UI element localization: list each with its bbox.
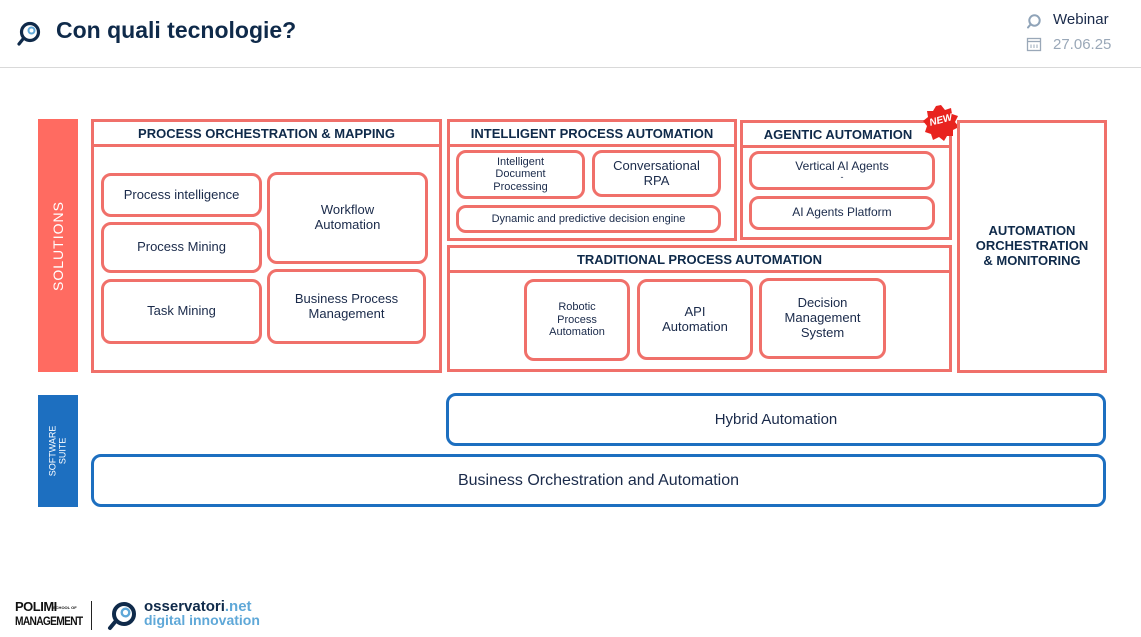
workflow-automation-chip: Workflow Automation bbox=[267, 172, 428, 264]
task-mining-chip: Task Mining bbox=[101, 279, 262, 344]
idp-chip: Intelligent Document Processing bbox=[456, 150, 585, 199]
header-logo-icon bbox=[17, 20, 43, 46]
vertical-ai-agents-chip: Vertical AI Agents - bbox=[749, 151, 935, 190]
page-title: Con quali tecnologie? bbox=[56, 17, 297, 43]
polimi-logo-text-small: SCHOOL OF bbox=[53, 605, 77, 610]
event-label: Webinar bbox=[1053, 11, 1109, 28]
ipa-header: INTELLIGENT PROCESS AUTOMATION bbox=[447, 119, 737, 147]
api-automation-chip: API Automation bbox=[637, 279, 753, 360]
polimi-logo: POLIMI SCHOOL OF MANAGEMENT bbox=[15, 600, 85, 632]
vertical-ai-agents-dash: - bbox=[840, 171, 844, 182]
rpa-chip: Robotic Process Automation bbox=[524, 279, 630, 361]
suite-text: SUITE bbox=[57, 437, 68, 465]
decision-management-chip: Decision Management System bbox=[759, 278, 886, 359]
osservatori-logo-icon bbox=[107, 600, 139, 632]
ai-agents-platform-chip: AI Agents Platform bbox=[749, 196, 935, 230]
header-divider bbox=[0, 67, 1141, 68]
process-intelligence-chip: Process intelligence bbox=[101, 173, 262, 217]
vertical-ai-agents-label: Vertical AI Agents bbox=[795, 159, 889, 173]
polimi-logo-text-1: POLIMI bbox=[15, 599, 57, 614]
decision-engine-chip: Dynamic and predictive decision engine bbox=[456, 205, 721, 233]
solutions-side-label: SOLUTIONS bbox=[38, 119, 78, 372]
webinar-icon bbox=[1026, 13, 1042, 29]
calendar-icon bbox=[1026, 36, 1042, 52]
software-suite-side-label: SOFTWARE SUITE bbox=[38, 395, 78, 507]
osservatori-logo-text: osservatori.net digital innovation bbox=[144, 599, 260, 627]
bpm-chip: Business Process Management bbox=[267, 269, 426, 344]
footer-divider bbox=[91, 601, 92, 630]
agentic-header: AGENTIC AUTOMATION bbox=[740, 120, 952, 148]
orchestration-monitoring-panel: AUTOMATION ORCHESTRATION & MONITORING bbox=[957, 120, 1107, 373]
process-mining-chip: Process Mining bbox=[101, 222, 262, 273]
dotnet-text: .net bbox=[224, 598, 252, 615]
traditional-header: TRADITIONAL PROCESS AUTOMATION bbox=[447, 245, 952, 273]
hybrid-automation-box: Hybrid Automation bbox=[446, 393, 1106, 446]
digital-innovation-text: digital innovation bbox=[144, 612, 260, 628]
osservatori-text: osservatori bbox=[144, 598, 225, 615]
boa-box: Business Orchestration and Automation bbox=[91, 454, 1106, 507]
polimi-logo-text-2: MANAGEMENT bbox=[15, 614, 83, 628]
new-badge: NEW bbox=[922, 104, 960, 142]
event-date: 27.06.25 bbox=[1053, 36, 1112, 53]
conversational-rpa-chip: Conversational RPA bbox=[592, 150, 721, 197]
solutions-text: SOLUTIONS bbox=[50, 200, 66, 291]
process-orchestration-header: PROCESS ORCHESTRATION & MAPPING bbox=[91, 119, 442, 147]
